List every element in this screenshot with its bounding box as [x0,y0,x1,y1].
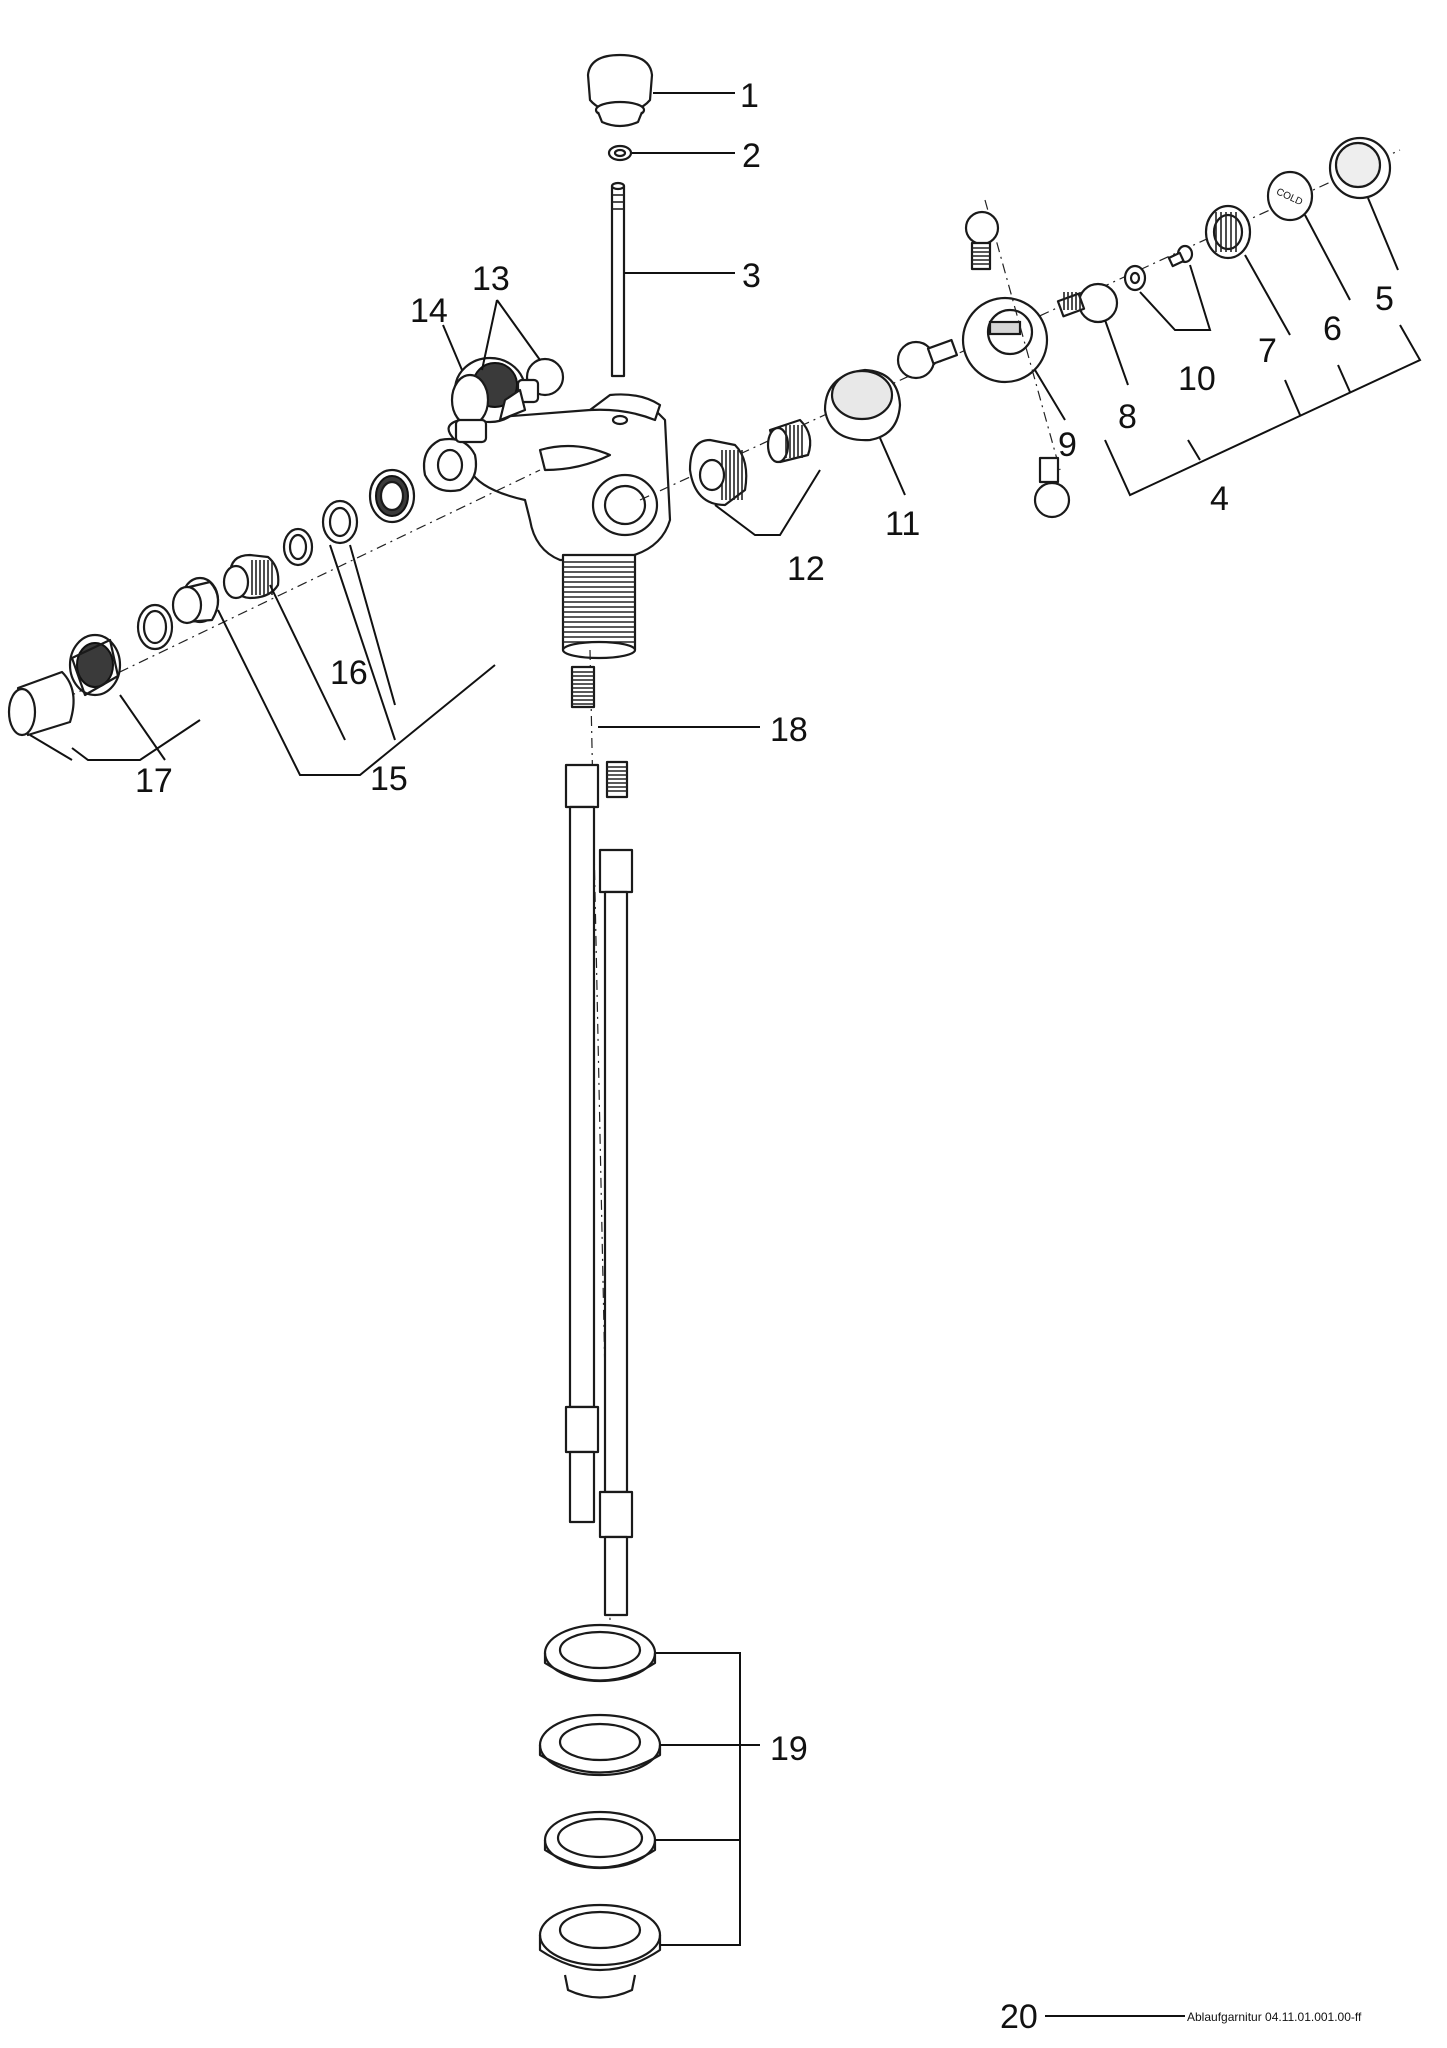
callout-4: 4 [1210,480,1229,518]
document-reference: Ablaufgarnitur 04.11.01.001.00-ff [1187,2010,1362,2024]
part-7-nut [1204,204,1252,260]
page-number: 20 [1000,1998,1038,2036]
leader-15-c [329,544,396,741]
part-18-hose-a [564,665,600,1524]
part-12-spline-adapter [766,418,812,464]
part-19-ring-1 [543,1623,657,1683]
callout-5: 5 [1375,280,1394,318]
callout-17: 17 [135,762,173,800]
leader-4c [1284,379,1301,416]
leader-13b [496,299,541,361]
part-19-ring-3 [543,1810,657,1870]
leader-6 [1304,214,1351,301]
part-12-cartridge [688,438,748,507]
part-9-bulb-bottom [1033,456,1071,519]
callout-19: 19 [770,1730,808,1768]
leader-10 [1139,264,1212,331]
callout-1: 1 [740,77,759,115]
callout-6: 6 [1323,310,1342,348]
part-10-screw [1167,244,1194,268]
part-17-aerator-sleeve [7,670,75,737]
part-17-washer [136,603,174,651]
mixer-shank [561,553,637,660]
leader-9 [1034,369,1066,421]
leader-13a [481,299,498,371]
leader-4d [1337,364,1351,393]
part-9-bulb-top [964,210,1000,271]
part-15-insert [222,553,280,600]
callout-10: 10 [1178,360,1216,398]
leader-12 [714,469,821,536]
part-1-knob [586,53,654,128]
leader-19 [656,1652,741,1946]
callout-13: 13 [472,260,510,298]
part-5-ring [1328,136,1392,200]
part-15-spout-ring [368,468,416,524]
leader-4b [1187,439,1201,461]
leader-15-b [269,584,346,741]
part-9-light-block [961,199,1061,471]
leader-5 [1367,197,1399,271]
callout-11: 11 [885,505,920,543]
callout-15: 15 [370,760,408,798]
leader-11 [879,437,906,496]
part-15-washer [282,527,314,567]
part-16-washer [321,499,359,545]
leader-4 [1104,324,1422,497]
callout-18: 18 [770,711,808,749]
leader-15 [217,609,496,776]
part-19-ring-2 [538,1713,662,1777]
part-3-rod [610,181,626,378]
leader-17-bracket [29,734,73,761]
part-10-washer [1123,264,1147,292]
part-2-oring [607,144,633,162]
callout-12: 12 [787,550,825,588]
leader-14 [442,324,463,371]
leader-16 [349,544,396,706]
callout-16: 16 [330,654,368,692]
part-11-cover-cap [823,368,902,442]
part-6-cold-cap: COLD [1266,170,1314,222]
leader-7 [1244,254,1291,336]
callout-2: 2 [742,137,761,175]
callout-3: 3 [742,257,761,295]
leader-17-b [119,694,166,761]
leader-17 [71,719,201,761]
callout-8: 8 [1118,398,1137,436]
part-13-diverter-button [498,357,565,422]
part-17-aerator-screen [68,633,122,697]
callout-7: 7 [1258,332,1277,370]
part-9-bulb-left [896,338,959,380]
callout-9: 9 [1058,426,1077,464]
part-19-lock-nut [538,1903,662,1999]
part-15-sleeve [171,576,220,625]
part-8-bulb [1056,282,1119,324]
callout-14: 14 [410,292,448,330]
part-18-hose-b [598,760,634,1617]
leader-8 [1104,319,1129,386]
